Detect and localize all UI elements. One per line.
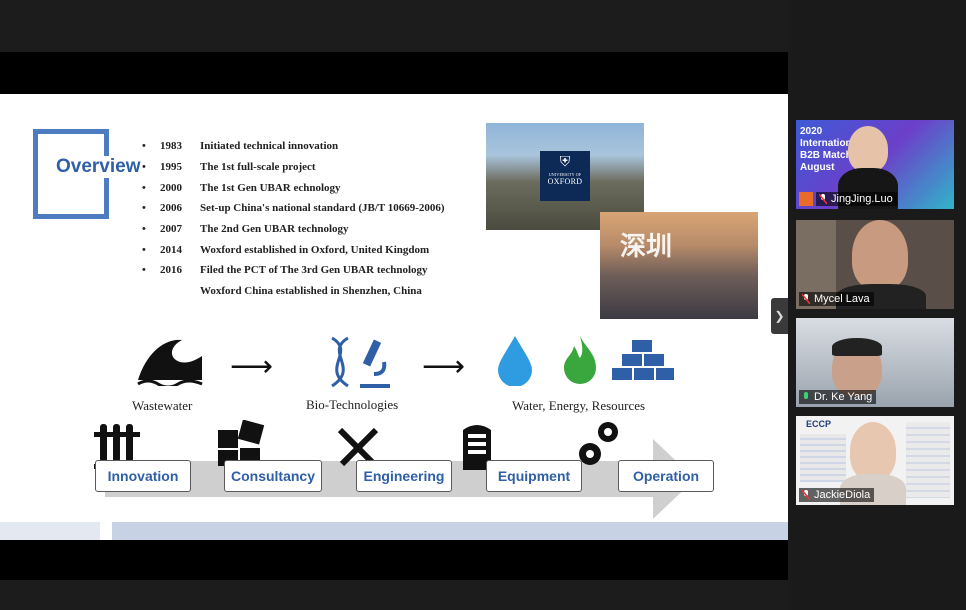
arrow-right-icon: ⟶	[422, 350, 466, 383]
participant-tile[interactable]: Mycel Lava	[796, 220, 954, 309]
wave-icon	[137, 339, 203, 386]
participant-tile[interactable]: Dr. Ke Yang	[796, 318, 954, 407]
participant-video	[850, 422, 896, 480]
process-consultancy: Consultancy	[224, 460, 322, 492]
letterbox-bottom	[0, 540, 788, 580]
collapse-panel-button[interactable]: ❯	[771, 298, 788, 334]
participant-video	[832, 338, 882, 356]
avatar-icon	[799, 192, 813, 206]
gears-icon	[579, 422, 618, 465]
overview-frame: Overview	[33, 129, 145, 219]
slide-footer-bar	[0, 522, 100, 540]
letterbox-top	[0, 52, 788, 94]
slide-footer-bar	[112, 522, 788, 540]
mic-icon	[804, 392, 808, 399]
participant-tile[interactable]: ECCP JackieDiola	[796, 416, 954, 505]
oxford-logo: ⛨ UNIVERSITY OF OXFORD	[540, 151, 590, 201]
overview-title: Overview	[52, 156, 145, 178]
eccp-logo-text: ECCP	[806, 419, 832, 429]
participant-name: JackieDiola	[799, 488, 875, 502]
participant-name: Dr. Ke Yang	[799, 390, 877, 404]
participant-video	[852, 220, 908, 290]
participant-tile[interactable]: 2020 Internation B2B Match August JingJi…	[796, 120, 954, 209]
chevron-right-icon: ❯	[774, 309, 785, 323]
process-operation: Operation	[618, 460, 714, 492]
equipment-cabinet-icon	[463, 425, 491, 470]
mic-muted-icon	[819, 194, 827, 204]
puzzle-icon	[218, 420, 265, 466]
process-engineering: Engineering	[356, 460, 452, 492]
dna-microscope-icon	[331, 336, 390, 388]
meeting-top-bar	[0, 0, 788, 52]
flame-icon	[564, 336, 596, 384]
gold-bars-icon	[612, 340, 674, 380]
participant-video	[848, 126, 888, 172]
participant-name: Mycel Lava	[799, 292, 874, 306]
oxford-photo: ⛨ UNIVERSITY OF OXFORD	[486, 123, 644, 230]
meeting-bottom-bar	[0, 580, 788, 610]
outputs-label: Water, Energy, Resources	[512, 398, 646, 413]
process-equipment: Equipment	[486, 460, 582, 492]
biotech-label: Bio-Technologies	[306, 397, 399, 412]
timeline-item: Woxford China established in Shenzhen, C…	[200, 285, 422, 298]
arrow-right-icon: ⟶	[230, 350, 274, 383]
participant-name: JingJing.Luo	[816, 192, 897, 206]
wastewater-label: Wastewater	[132, 398, 193, 413]
mic-muted-icon	[802, 490, 810, 500]
shenzhen-title: 深圳	[620, 231, 673, 261]
mic-muted-icon	[802, 294, 810, 304]
water-drop-icon	[498, 336, 532, 386]
process-innovation: Innovation	[95, 460, 191, 492]
shenzhen-photo: 深圳	[600, 212, 758, 319]
event-banner-text: 2020 Internation B2B Match August	[800, 126, 852, 173]
